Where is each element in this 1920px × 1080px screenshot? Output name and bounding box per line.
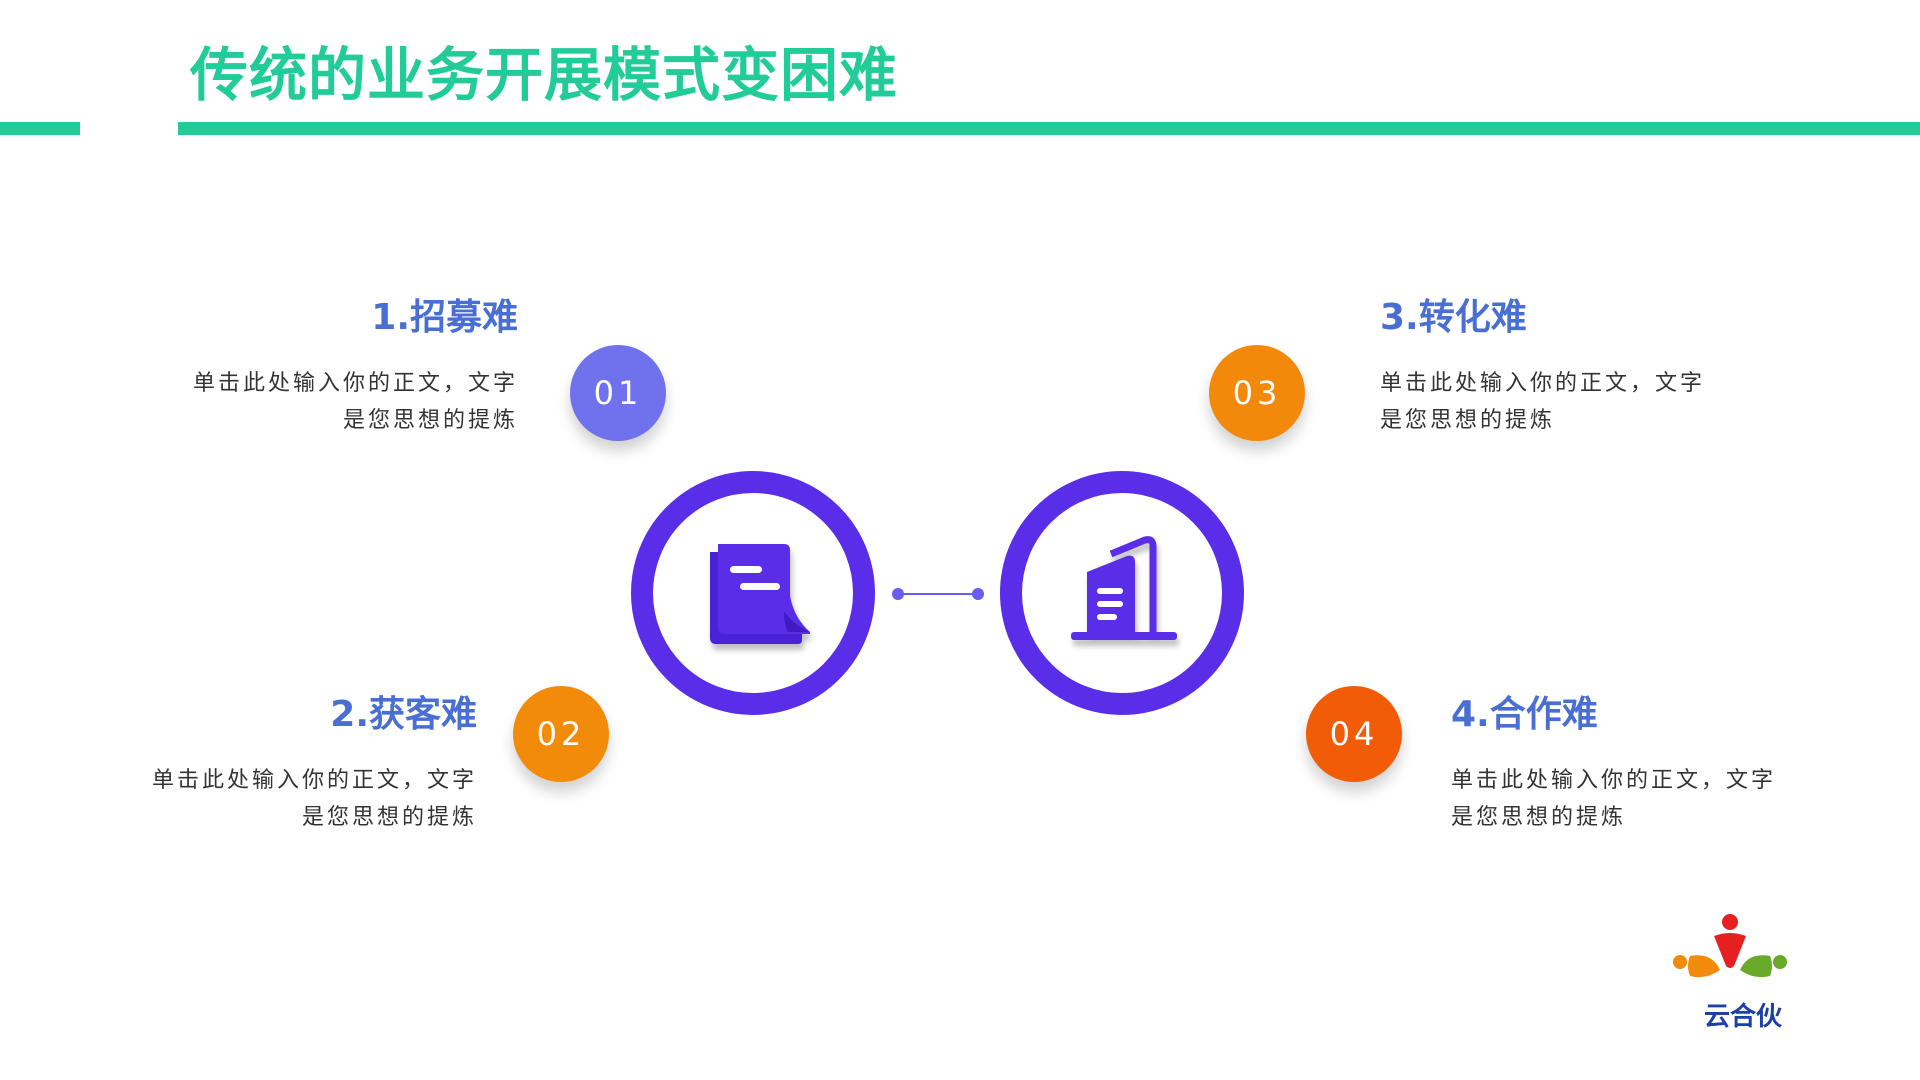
item-1-desc-line2: 是您思想的提炼 — [342, 408, 518, 433]
number-badge-01: 01 — [570, 345, 666, 441]
item-3-heading: 3.转化难 — [1380, 297, 1527, 338]
page-title: 传统的业务开展模式变困难 — [190, 41, 899, 109]
item-3-desc-line2: 是您思想的提炼 — [1380, 408, 1556, 433]
item-3-desc-line1: 单击此处输入你的正文，文字 — [1380, 371, 1706, 396]
number-badge-04: 04 — [1306, 686, 1402, 782]
company-logo — [1650, 910, 1810, 1000]
connector-line — [898, 593, 984, 595]
title-underline-short — [0, 122, 80, 135]
building-icon-ring — [1000, 471, 1244, 715]
item-4-desc-line2: 是您思想的提炼 — [1451, 805, 1627, 830]
item-4-desc-line1: 单击此处输入你的正文，文字 — [1451, 768, 1777, 793]
item-2-desc-line1: 单击此处输入你的正文，文字 — [151, 768, 477, 793]
document-icon — [710, 544, 810, 644]
item-1-desc-line1: 单击此处输入你的正文，文字 — [192, 371, 518, 396]
building-icon — [1071, 536, 1177, 640]
item-4-heading: 4.合作难 — [1451, 694, 1598, 735]
connector-dot-right — [972, 588, 984, 600]
title-underline-long — [178, 122, 1920, 135]
item-2-heading: 2.获客难 — [330, 694, 477, 735]
logo-text: 云合伙 — [1703, 1002, 1782, 1032]
document-icon-ring — [631, 471, 875, 715]
logo-figures-icon — [1673, 914, 1787, 978]
item-2-desc-line2: 是您思想的提炼 — [301, 805, 477, 830]
number-badge-02: 02 — [513, 686, 609, 782]
item-1-heading: 1.招募难 — [371, 297, 518, 338]
number-badge-03: 03 — [1209, 345, 1305, 441]
